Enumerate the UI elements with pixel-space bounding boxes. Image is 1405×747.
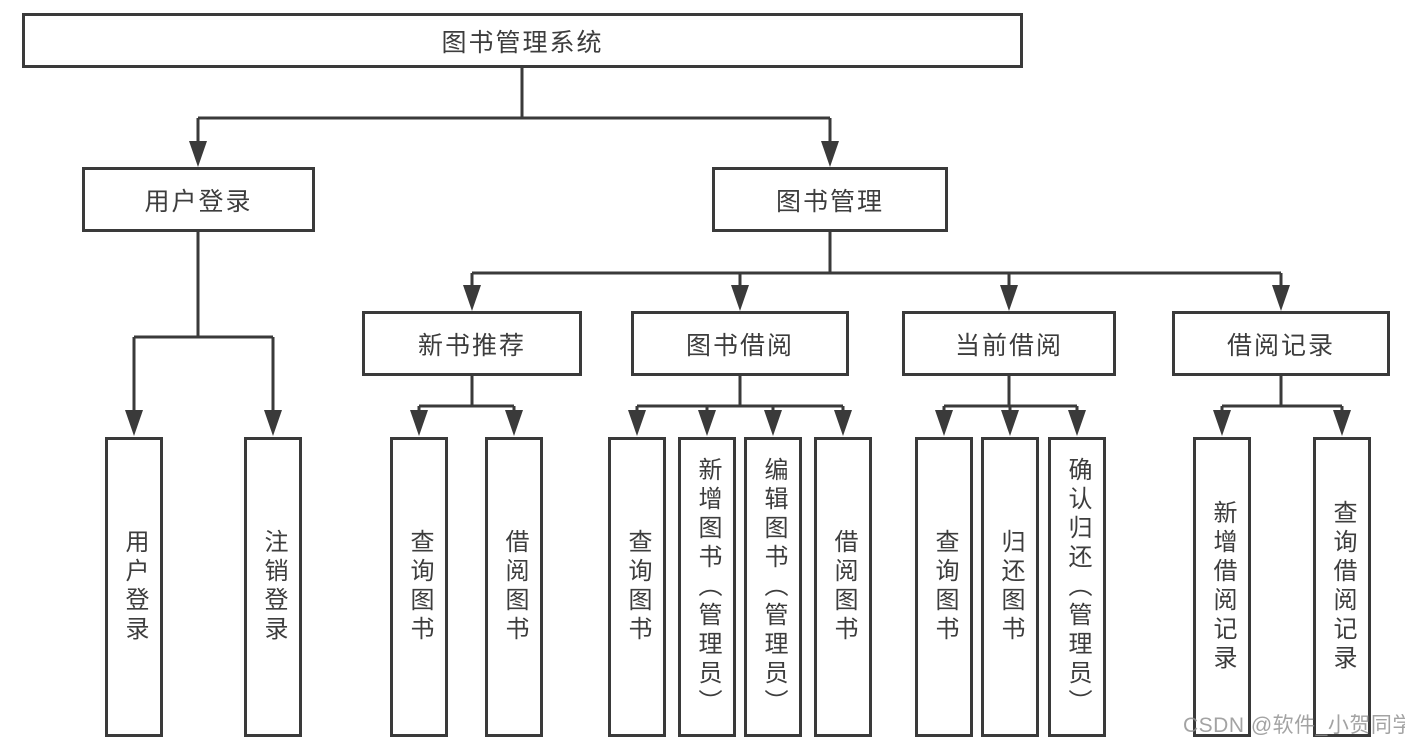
connector-new-book-branch <box>410 376 523 436</box>
arrow-down-icon <box>410 410 428 436</box>
arrow-down-icon <box>821 141 839 167</box>
node-current-borrow: 当前借阅 <box>902 311 1116 376</box>
leaf-nb-borrow-books: 借阅图书 <box>485 437 543 737</box>
leaf-bb-borrow-books: 借阅图书 <box>814 437 872 737</box>
arrow-down-icon <box>1272 285 1290 311</box>
node-book-borrow: 图书借阅 <box>631 311 849 376</box>
arrow-down-icon <box>628 410 646 436</box>
arrow-down-icon <box>834 410 852 436</box>
connector-root-to-level2 <box>189 68 839 167</box>
arrow-down-icon <box>935 410 953 436</box>
node-user-login: 用户登录 <box>82 167 315 232</box>
arrow-down-icon <box>1001 410 1019 436</box>
arrow-down-icon <box>698 410 716 436</box>
arrow-down-icon <box>1213 410 1231 436</box>
connector-user-login-branch <box>125 232 282 436</box>
leaf-bb-add-books-admin: 新增图书（管理员） <box>678 437 736 737</box>
arrow-down-icon <box>125 410 143 436</box>
leaf-user-login: 用户登录 <box>105 437 163 737</box>
leaf-br-add-borrow-record: 新增借阅记录 <box>1193 437 1251 737</box>
leaf-nb-query-books: 查询图书 <box>390 437 448 737</box>
arrow-down-icon <box>505 410 523 436</box>
leaf-br-query-borrow-record: 查询借阅记录 <box>1313 437 1371 737</box>
connector-current-borrow-branch <box>935 376 1086 436</box>
arrow-down-icon <box>731 285 749 311</box>
connector-book-borrow-branch <box>628 376 852 436</box>
csdn-watermark: CSDN @软件_小贺同学 <box>1183 714 1405 737</box>
leaf-cb-return-books: 归还图书 <box>981 437 1039 737</box>
arrow-down-icon <box>764 410 782 436</box>
leaf-bb-query-books: 查询图书 <box>608 437 666 737</box>
leaf-cb-confirm-return-admin: 确认归还（管理员） <box>1048 437 1106 737</box>
connector-book-management-branch <box>463 232 1290 311</box>
node-borrow-records: 借阅记录 <box>1172 311 1390 376</box>
connector-borrow-record-branch <box>1213 376 1351 436</box>
arrow-down-icon <box>463 285 481 311</box>
arrow-down-icon <box>189 141 207 167</box>
leaf-bb-edit-books-admin: 编辑图书（管理员） <box>744 437 802 737</box>
node-library-system: 图书管理系统 <box>22 13 1023 68</box>
node-new-book-recommend: 新书推荐 <box>362 311 582 376</box>
arrow-down-icon <box>1000 285 1018 311</box>
leaf-logout: 注销登录 <box>244 437 302 737</box>
node-book-management: 图书管理 <box>712 167 948 232</box>
arrow-down-icon <box>264 410 282 436</box>
arrow-down-icon <box>1333 410 1351 436</box>
leaf-cb-query-books: 查询图书 <box>915 437 973 737</box>
arrow-down-icon <box>1068 410 1086 436</box>
